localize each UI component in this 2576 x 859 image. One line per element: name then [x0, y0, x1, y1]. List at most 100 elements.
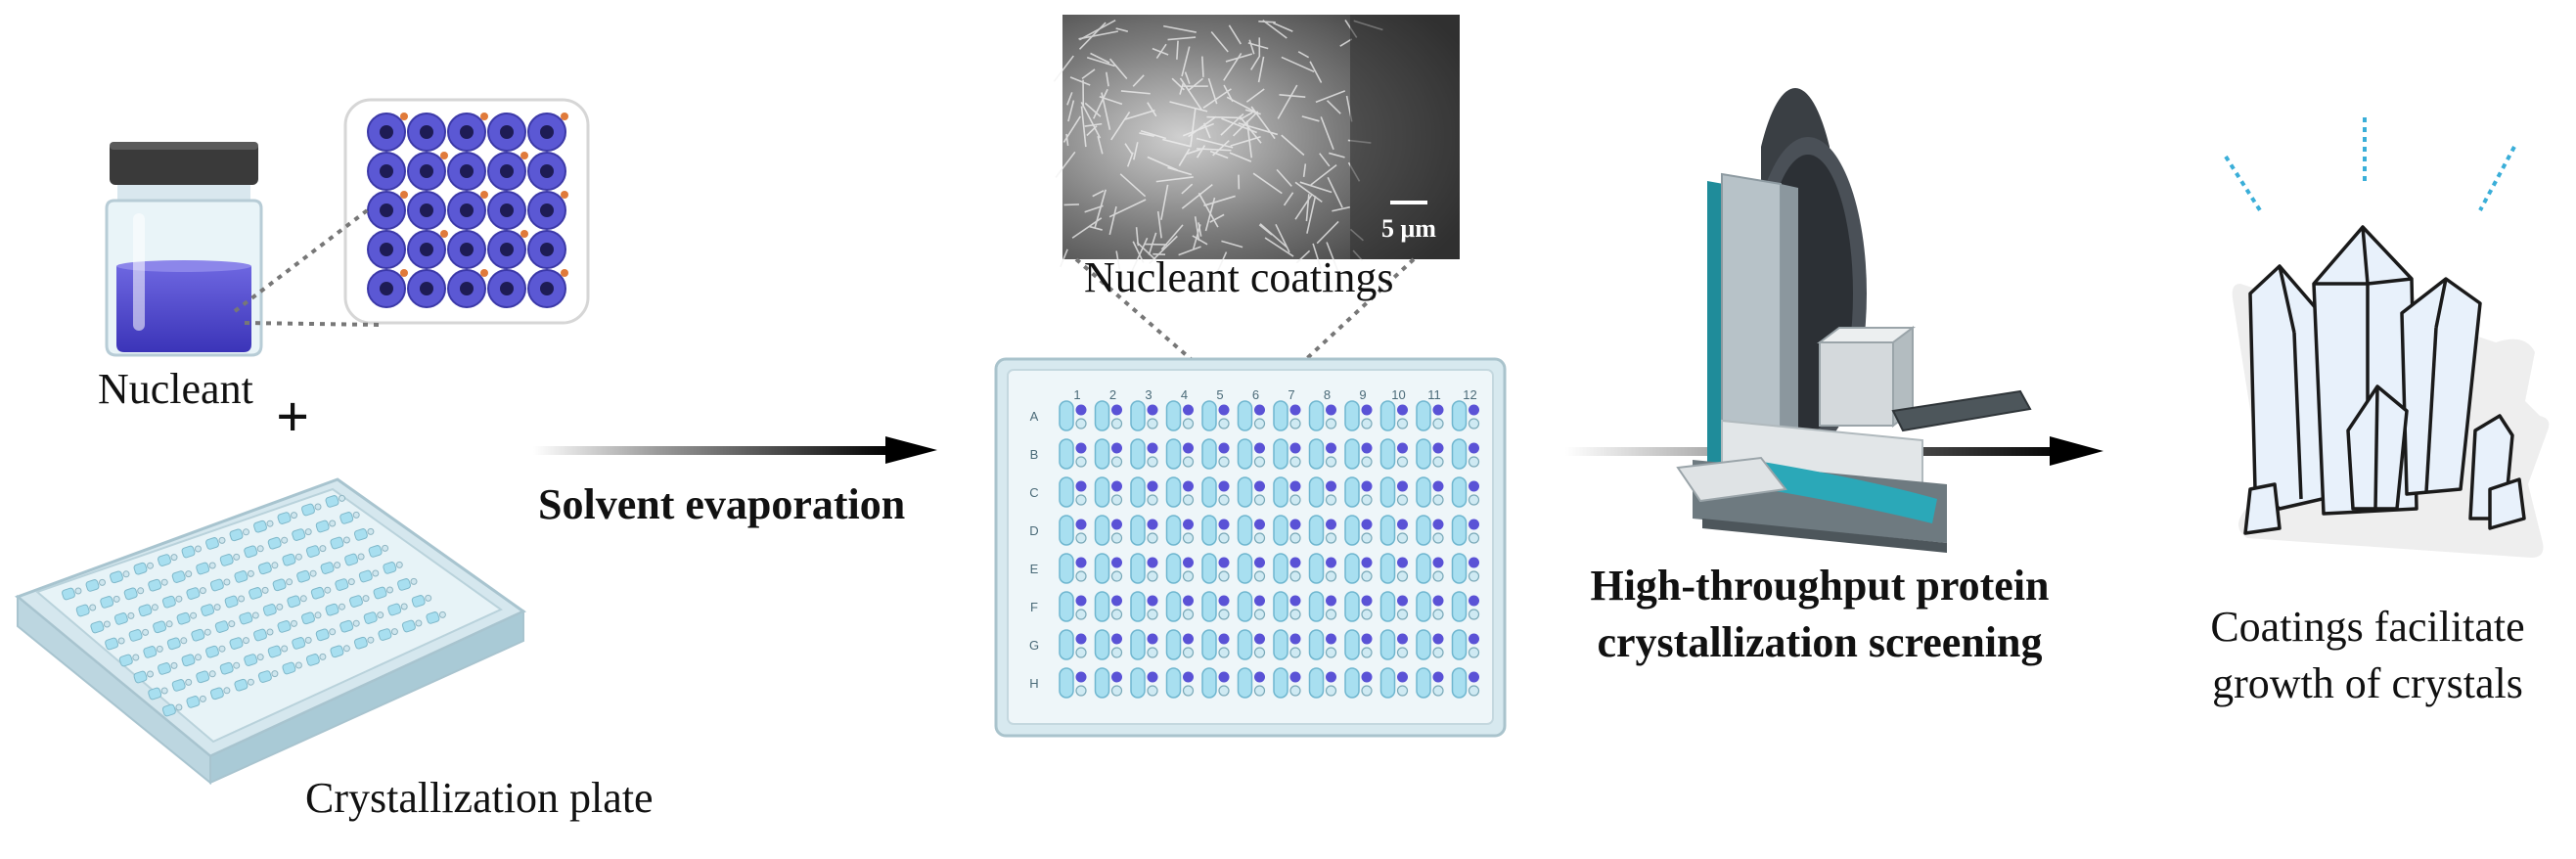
tilted-plate-drop	[257, 546, 263, 552]
mof-metal-site	[520, 230, 528, 238]
plate-well-reservoir	[1096, 439, 1109, 469]
mof-pore	[420, 164, 433, 178]
plate-well-drop	[1290, 533, 1300, 543]
plate-column-label: 1	[1073, 387, 1080, 402]
plate-well-coated	[1469, 634, 1479, 645]
plate-well-reservoir	[1274, 668, 1288, 698]
plate-well-reservoir	[1096, 668, 1109, 698]
plate-well-coated	[1183, 558, 1194, 568]
plate-well-coated	[1148, 443, 1158, 454]
tilted-plate-drop	[191, 612, 197, 618]
plate-column-label: 5	[1216, 387, 1223, 402]
plate-column-label: 9	[1359, 387, 1366, 402]
mof-pore	[500, 282, 514, 295]
plate-well-drop	[1076, 648, 1086, 657]
plate-well-reservoir	[1060, 401, 1073, 430]
plate-well-coated	[1290, 443, 1301, 454]
plate-well-reservoir	[1167, 401, 1181, 430]
plate-well-reservoir	[1167, 477, 1181, 507]
plate-well-coated	[1148, 596, 1158, 607]
plate-well-drop	[1398, 533, 1408, 543]
plate-well-coated	[1111, 520, 1122, 530]
plate-well-drop	[1076, 495, 1086, 505]
plate-well-reservoir	[1131, 439, 1145, 469]
plate-well-reservoir	[1131, 592, 1145, 621]
tilted-plate-drop	[401, 604, 407, 610]
plate-well-drop	[1112, 648, 1122, 657]
plate-well-coated	[1219, 443, 1230, 454]
plate-well-coated	[1290, 405, 1301, 416]
plate-well-coated	[1183, 672, 1194, 683]
plate-well-reservoir	[1453, 439, 1467, 469]
plate-well-coated	[1326, 481, 1336, 492]
plate-well-reservoir	[1381, 592, 1395, 621]
plate-well-drop	[1255, 686, 1265, 696]
plate-well-coated	[1219, 672, 1230, 683]
plate-well-drop	[1148, 495, 1157, 505]
plate-well-coated	[1290, 558, 1301, 568]
evaporation-arrow	[533, 436, 937, 464]
plate-well-reservoir	[1167, 668, 1181, 698]
plate-well-drop	[1398, 495, 1408, 505]
tilted-plate-drop	[104, 621, 110, 627]
plate-well-reservoir	[1345, 439, 1359, 469]
plate-well-drop	[1362, 648, 1372, 657]
plate-well-drop	[1469, 648, 1479, 657]
plate-well-reservoir	[1310, 592, 1324, 621]
plate-well-drop	[1219, 419, 1229, 429]
plate-well-coated	[1111, 596, 1122, 607]
protein-crystals	[2226, 117, 2549, 558]
mof-pore	[460, 243, 474, 256]
plate-well-drop	[1362, 686, 1372, 696]
tilted-plate-drop	[295, 662, 301, 668]
tilted-plate-drop	[176, 596, 182, 602]
plate-well-coated	[1433, 481, 1444, 492]
plate-well-reservoir	[1060, 668, 1073, 698]
scale-bar	[1390, 201, 1427, 204]
tilted-plate-drop	[75, 588, 81, 594]
tilted-plate-drop	[416, 620, 422, 626]
tilted-plate-drop	[204, 629, 210, 635]
plate-well-coated	[1076, 634, 1087, 645]
tilted-plate-drop	[152, 605, 158, 610]
tilted-plate-drop	[234, 662, 240, 668]
plate-well-coated	[1219, 405, 1230, 416]
plate-well-coated	[1362, 405, 1373, 416]
tilted-plate-drop	[320, 546, 326, 552]
mof-pore	[540, 203, 554, 217]
plate-well-coated	[1290, 520, 1301, 530]
plate-well-reservoir	[1096, 401, 1109, 430]
tilted-plate-drop	[186, 571, 192, 577]
crystallization-plate	[18, 479, 523, 783]
plate-well-reservoir	[1453, 554, 1467, 583]
nucleant-vial	[107, 142, 261, 355]
tilted-plate-drop	[257, 655, 263, 660]
plate-well-drop	[1255, 495, 1265, 505]
tilted-plate-drop	[353, 512, 359, 518]
plate-well-reservoir	[1381, 477, 1395, 507]
plate-well-drop	[1148, 686, 1157, 696]
plate-well-coated	[1397, 672, 1408, 683]
plate-well-drop	[1469, 495, 1479, 505]
plate-well-drop	[1184, 648, 1194, 657]
mof-pore	[500, 164, 514, 178]
mof-pore	[420, 125, 433, 139]
plate-well-reservoir	[1453, 516, 1467, 545]
tilted-plate-drop	[239, 596, 245, 602]
plate-well-drop	[1184, 457, 1194, 467]
plate-row-label: A	[1030, 409, 1039, 424]
plate-well-drop	[1433, 686, 1443, 696]
plate-well-coated	[1397, 405, 1408, 416]
plate-well-reservoir	[1060, 516, 1073, 545]
tilted-plate-drop	[305, 529, 311, 535]
plate-well-coated	[1148, 558, 1158, 568]
plate-well-reservoir	[1202, 401, 1216, 430]
plate-well-coated	[1111, 405, 1122, 416]
plate-well-drop	[1219, 457, 1229, 467]
tilted-plate-drop	[330, 520, 336, 526]
plate-well-reservoir	[1417, 630, 1430, 659]
plate-well-drop	[1219, 648, 1229, 657]
plate-well-coated	[1254, 558, 1265, 568]
plate-well-drop	[1076, 457, 1086, 467]
plate-well-reservoir	[1453, 630, 1467, 659]
